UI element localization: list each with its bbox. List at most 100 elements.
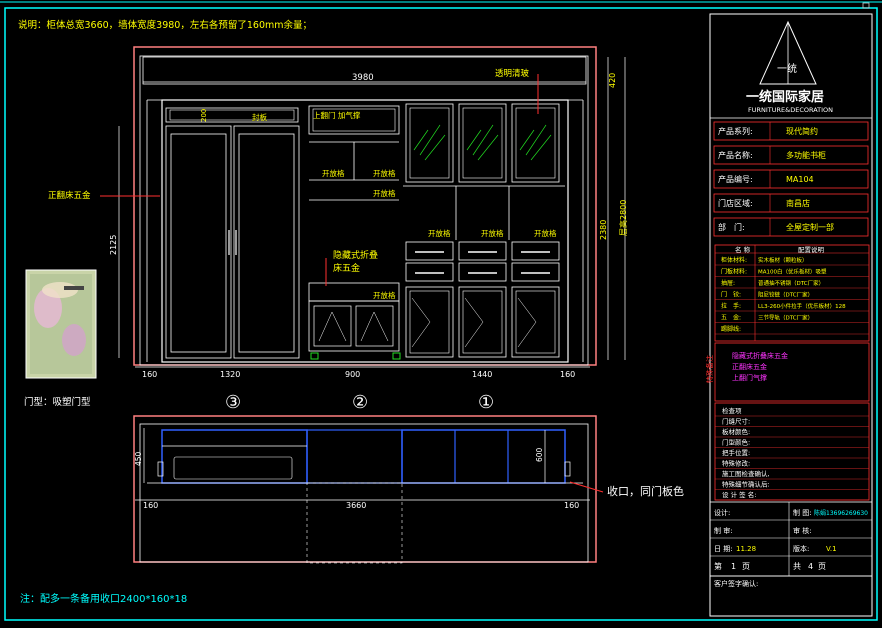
dim-top-text: 3980 [352, 73, 374, 83]
glass-hatch-3 [519, 124, 552, 161]
dim-bottom-5: 160 [560, 370, 575, 379]
glass-doors-top [405, 103, 560, 183]
lower-door-1[interactable] [405, 286, 454, 358]
swing-3 [517, 297, 537, 348]
spec-label: 柜体材料: [721, 256, 747, 264]
date-value: 11.28 [736, 545, 756, 553]
lower-door-left[interactable] [313, 305, 352, 347]
check-row: 检查项 [722, 406, 742, 415]
wall-inner [139, 55, 589, 366]
date-label: 日 期: [714, 545, 733, 553]
special-label: 特殊备注 [705, 355, 714, 383]
check-rows: 检查项门缝尺寸:板材颜色:门型颜色:把手位置:特殊修改:施工图检查确认,特殊细节… [714, 402, 870, 501]
drawer-1[interactable] [405, 241, 454, 261]
spec-value: LL3-260小件拉手（优乐板材）128 [758, 302, 846, 310]
drawer-bank [405, 241, 560, 282]
drawer-3[interactable] [511, 241, 560, 261]
door-sample-pattern-b [62, 324, 86, 356]
glass-door-1[interactable] [405, 103, 454, 183]
brand-cn: 一统国际家居 [746, 89, 824, 105]
spec-value: 阻尼铰链（DTC厂家） [758, 291, 813, 299]
plan-bed-extended [306, 482, 403, 564]
drawer-2[interactable] [458, 241, 507, 261]
plan-depth-right-text: 600 [535, 447, 544, 462]
label-shelf-f: 开放格 [534, 228, 557, 238]
drawer-6[interactable] [511, 262, 560, 282]
lower-doors-right [405, 286, 560, 358]
lift-door-inner [312, 108, 396, 132]
wardrobe-door-right[interactable] [233, 125, 300, 359]
lower-door-2[interactable] [458, 286, 507, 358]
field-box [713, 217, 869, 237]
lift-door[interactable] [308, 105, 400, 135]
plan-depth-left-text: 450 [134, 451, 143, 466]
spec-label: 踢脚线: [721, 325, 741, 333]
section-3: ③ [225, 392, 241, 413]
special-note-1: 隐藏式折叠床五金 [732, 351, 788, 360]
wardrobe-door-left-inner [170, 133, 227, 353]
spec-label: 抽屉: [721, 279, 735, 287]
section-2: ② [352, 392, 368, 413]
total-label: 共 [793, 562, 801, 571]
outer-frame [4, 7, 878, 621]
dim-bottom-1: 160 [142, 370, 157, 379]
plan-dim-left-text: 160 [143, 501, 158, 510]
spec-label: 五 金: [721, 314, 741, 322]
label-closing: 收口，同门板色 [607, 484, 684, 498]
spec-label: 门板材料: [721, 268, 747, 276]
lower-door-right[interactable] [355, 305, 394, 347]
page-unit: 页 [742, 562, 750, 571]
glass-pane-3 [515, 107, 556, 179]
designer-label: 设计: [714, 508, 730, 517]
plan-wall-inner [139, 423, 589, 563]
spec-label: 拉 手: [721, 302, 741, 310]
spec-header-name: 名 称 [735, 245, 751, 254]
glass-door-3[interactable] [511, 103, 560, 183]
plan-filler-left [157, 461, 164, 477]
lower-pane-2 [462, 290, 503, 354]
dim-right-mid-text: 2380 [599, 220, 608, 240]
plan-dim-right-text: 160 [564, 501, 579, 510]
drawer-4[interactable] [405, 262, 454, 282]
door-type-label: 门型：吸塑门型 [24, 396, 91, 408]
plan-view [133, 415, 604, 564]
check-label: 审 核: [793, 526, 812, 535]
field-label: 产品名称: [718, 150, 753, 160]
special-note-2: 正翻床五金 [732, 362, 767, 371]
top-bulkhead [142, 56, 587, 85]
total-unit: 页 [818, 562, 826, 571]
check-row: 门型颜色: [722, 438, 750, 447]
check-row: 门缝尺寸: [722, 417, 750, 426]
plan-sec2 [306, 429, 403, 484]
spec-value: MA100白（优乐板材）吸塑 [758, 268, 827, 276]
page-label: 第 [714, 561, 722, 571]
wall-outline [133, 46, 597, 366]
label-glass: 透明清玻 [495, 68, 530, 79]
plan-filler-right [564, 461, 571, 477]
field-label: 产品编号: [718, 174, 753, 184]
label-shelf-g: 开放格 [373, 290, 396, 300]
check-row: 特殊细节确认后: [722, 480, 770, 489]
green-marker-right [392, 352, 401, 360]
spec-label: 门 铰: [721, 291, 741, 299]
door-swing-a [318, 311, 347, 342]
dim-bottom-4: 1440 [472, 370, 492, 379]
check-row: 施工图检查确认, [722, 469, 770, 478]
spec-value: 三节导轨（DTC厂家） [758, 314, 813, 322]
section-1: ① [478, 392, 494, 413]
brand-en: FURNITURE&DECORATION [748, 106, 833, 114]
drawer-5[interactable] [458, 262, 507, 282]
glass-door-2[interactable] [458, 103, 507, 183]
swing-1 [411, 297, 431, 348]
elevation-view [100, 46, 626, 368]
field-value: MA104 [786, 175, 814, 184]
label-top-cover: 封板 [252, 112, 267, 122]
cabinet-body [161, 99, 569, 363]
label-shelf-c: 开放格 [373, 188, 396, 198]
lower-door-3[interactable] [511, 286, 560, 358]
phone-label: 制 图: [793, 508, 812, 517]
swing-2 [464, 297, 484, 348]
label-dim-200: 200 [200, 109, 208, 122]
wardrobe-door-left[interactable] [165, 125, 232, 359]
